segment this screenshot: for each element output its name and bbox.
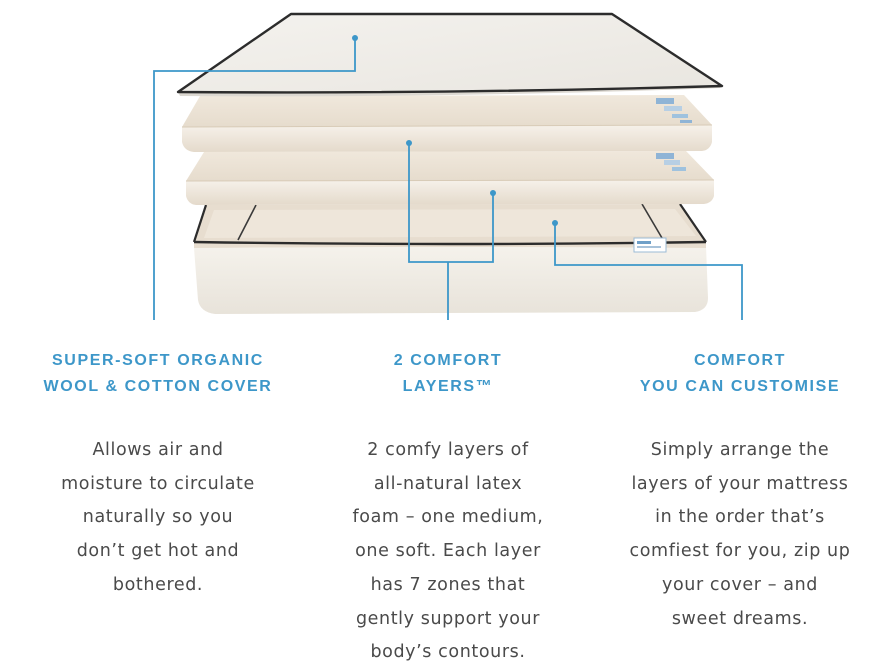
feature-cover: SUPER-SOFT ORGANIC WOOL & COTTON COVER A… (18, 348, 298, 603)
feature-description: 2 comfy layers of all-natural latex foam… (352, 440, 544, 663)
feature-title: SUPER-SOFT ORGANIC WOOL & COTTON COVER (43, 352, 273, 395)
callout-line-layers (408, 143, 494, 320)
feature-title: COMFORT YOU CAN CUSTOMISE (639, 352, 841, 395)
latex-layer-upper (181, 95, 713, 152)
feature-customise: COMFORT YOU CAN CUSTOMISE Simply arrange… (600, 348, 880, 636)
callout-line-cover (153, 38, 356, 320)
feature-comfort-layers: 2 COMFORT LAYERS™ 2 comfy layers of all-… (318, 348, 578, 670)
callout-lines (153, 38, 743, 320)
callout-line-customise (554, 223, 743, 320)
cover-base (192, 203, 708, 314)
callout-dots (352, 35, 558, 226)
feature-description: Allows air and moisture to circulate nat… (61, 440, 255, 595)
top-cover (176, 12, 724, 97)
mattress-illustration (153, 12, 743, 320)
feature-description: Simply arrange the layers of your mattre… (629, 440, 851, 629)
latex-layer-lower (185, 151, 715, 205)
feature-title: 2 COMFORT LAYERS™ (393, 352, 503, 395)
